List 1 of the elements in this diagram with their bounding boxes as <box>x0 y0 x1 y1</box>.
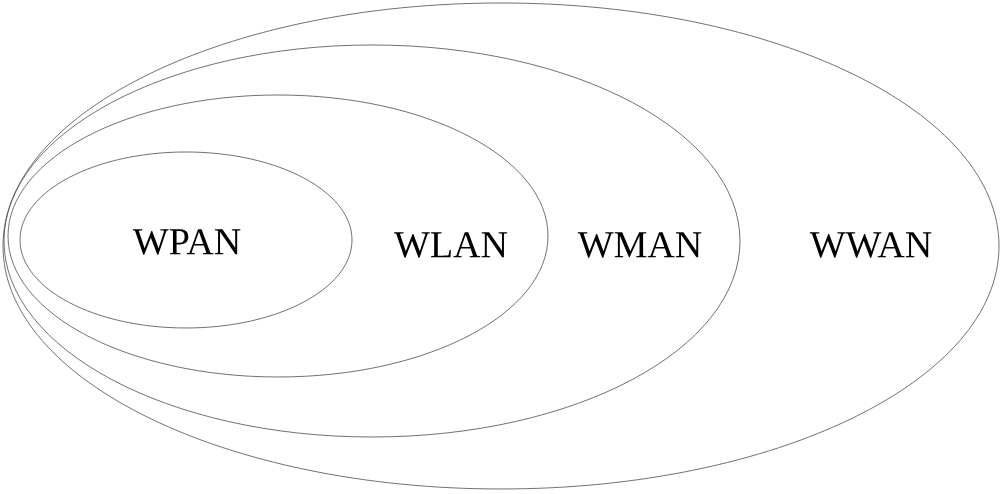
ellipse-region: WPAN <box>19 151 353 329</box>
